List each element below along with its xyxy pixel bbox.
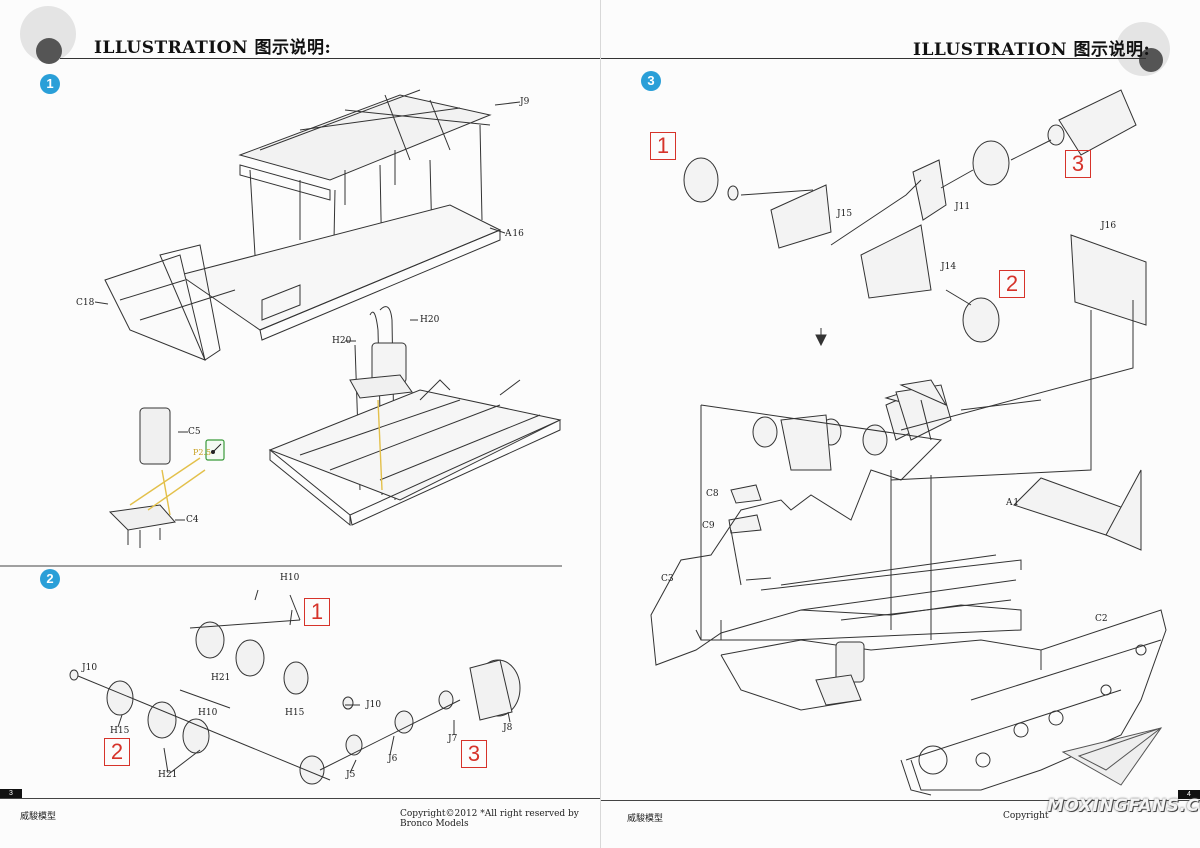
step-2-badge: 2 <box>40 569 60 589</box>
label-c4: C4 <box>186 515 199 525</box>
label-h10-top: H10 <box>280 573 300 583</box>
label-j11: J11 <box>955 202 971 212</box>
label-h21-bottom: H21 <box>158 770 178 780</box>
label-j5: J5 <box>346 770 356 780</box>
label-j8: J8 <box>503 723 513 733</box>
step-3-diagram <box>650 89 1167 796</box>
step-1-diagram <box>0 89 562 567</box>
label-j10-right: J10 <box>366 700 382 710</box>
footer-copyright: Copyright <box>1003 811 1049 821</box>
label-c2: C2 <box>1095 614 1108 624</box>
footer-rule <box>0 798 600 799</box>
page-title: ILLUSTRATION 图示说明: <box>94 38 332 58</box>
label-j16: J16 <box>1101 221 1117 231</box>
callout-box-2: 2 <box>999 270 1025 298</box>
page-title: ILLUSTRATION 图示说明: <box>913 40 1151 60</box>
footer-brand: 威駿模型 <box>627 814 664 824</box>
left-page: ILLUSTRATION 图示说明: 1 <box>0 0 601 848</box>
step-1-badge: 1 <box>40 74 60 94</box>
label-p25: P2.5 <box>193 448 212 457</box>
label-j6: J6 <box>388 754 398 764</box>
label-c5: C5 <box>188 427 201 437</box>
header-circle-dark <box>1139 48 1163 72</box>
callout-box-3: 3 <box>1065 150 1091 178</box>
label-a1: A 1 <box>1006 498 1020 508</box>
label-h10-mid: H10 <box>198 708 218 718</box>
header-rule <box>601 58 1146 59</box>
label-h21-top: H21 <box>211 673 231 683</box>
label-c3: C3 <box>661 574 674 584</box>
page-number: 4 <box>1178 790 1200 799</box>
watermark-logo <box>1061 727 1163 786</box>
callout-box-2: 2 <box>104 738 130 766</box>
page-number: 3 <box>0 789 22 798</box>
footer-copyright: Copyright©2012 *All right reserved by Br… <box>400 809 579 829</box>
label-h20-left: H20 <box>332 336 352 346</box>
label-c18: C18 <box>76 298 95 308</box>
label-h15-left: H15 <box>110 726 130 736</box>
watermark-text: MOXINGFANS.COM <box>1047 796 1200 816</box>
step-2-diagram <box>69 589 521 785</box>
footer-brand: 威駿模型 <box>20 812 57 822</box>
footer-rule <box>601 800 1200 801</box>
label-h15-right: H15 <box>285 708 305 718</box>
label-j14: J14 <box>941 262 957 272</box>
callout-box-1: 1 <box>650 132 676 160</box>
header-circle-dark <box>36 38 62 64</box>
label-j7: J7 <box>448 734 458 744</box>
label-j15: J15 <box>837 209 853 219</box>
label-c9: C9 <box>702 521 715 531</box>
header-rule <box>60 58 600 59</box>
label-a16: A 16 <box>505 229 524 239</box>
right-page: ILLUSTRATION 图示说明: 3 <box>601 0 1200 848</box>
label-h20-right: H20 <box>420 315 440 325</box>
label-c8: C8 <box>706 489 719 499</box>
step-3-badge: 3 <box>641 71 661 91</box>
callout-box-3: 3 <box>461 740 487 768</box>
label-j10-left: J10 <box>82 663 98 673</box>
label-j9: J9 <box>520 97 530 107</box>
callout-box-1: 1 <box>304 598 330 626</box>
